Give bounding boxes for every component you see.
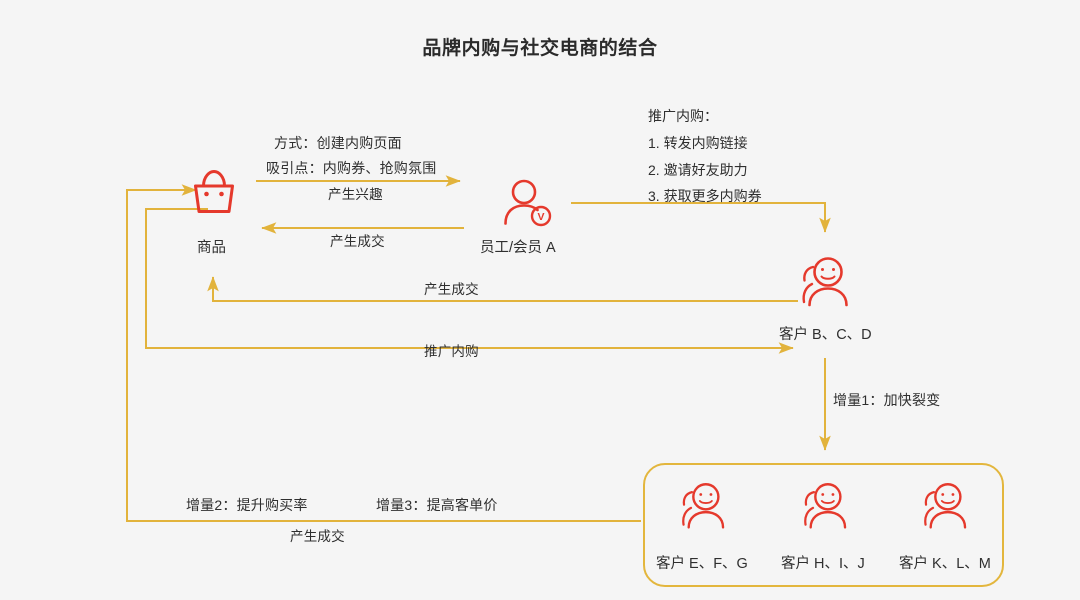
promo-step-2: 2. 邀请好友助力 [648, 162, 748, 178]
edge-label-deal-customer: 产生成交 [424, 282, 479, 297]
node-label-product: 商品 [197, 240, 226, 256]
node-label-customer-hij: 客户 H、I、J [781, 556, 865, 572]
node-label-member: 员工/会员 A [480, 240, 556, 256]
customer-group-icon-hij [798, 481, 854, 533]
customer-group-icon-efg [676, 481, 732, 533]
customer-group-icon [796, 255, 856, 311]
node-label-customer-efg: 客户 E、F、G [656, 556, 748, 572]
edge-label-promote: 推广内购 [424, 344, 479, 359]
node-label-customer-bcd: 客户 B、C、D [779, 327, 872, 343]
annotation-increment-1: 增量1：加快裂变 [833, 392, 941, 408]
edge-label-interest: 产生兴趣 [328, 187, 383, 202]
annotation-increment-2: 增量2：提升购买率 [186, 497, 308, 513]
promo-step-1: 1. 转发内购链接 [648, 135, 748, 151]
edge-label-deal-member: 产生成交 [330, 234, 385, 249]
edge-member-to-customers-path [571, 202, 831, 233]
annotation-method: 方式：创建内购页面 [274, 135, 402, 151]
annotation-hook: 吸引点：内购券、抢购氛围 [266, 160, 437, 176]
promo-heading: 推广内购： [648, 108, 718, 124]
svg-text:V: V [537, 211, 544, 223]
edge-deal-customer-path [207, 276, 798, 302]
edge-label-deal-bottom: 产生成交 [290, 529, 345, 544]
page-title: 品牌内购与社交电商的结合 [422, 38, 658, 59]
edge-promote-path [145, 208, 794, 354]
customer-group-icon-klm [918, 481, 974, 533]
node-label-customer-klm: 客户 K、L、M [899, 556, 991, 572]
shopping-bag-icon [186, 166, 242, 218]
promo-step-3: 3. 获取更多内购券 [648, 188, 762, 204]
customer-group-box [643, 463, 1004, 587]
vip-member-icon: V [500, 178, 556, 230]
annotation-increment-3: 增量3：提高客单价 [376, 497, 498, 513]
